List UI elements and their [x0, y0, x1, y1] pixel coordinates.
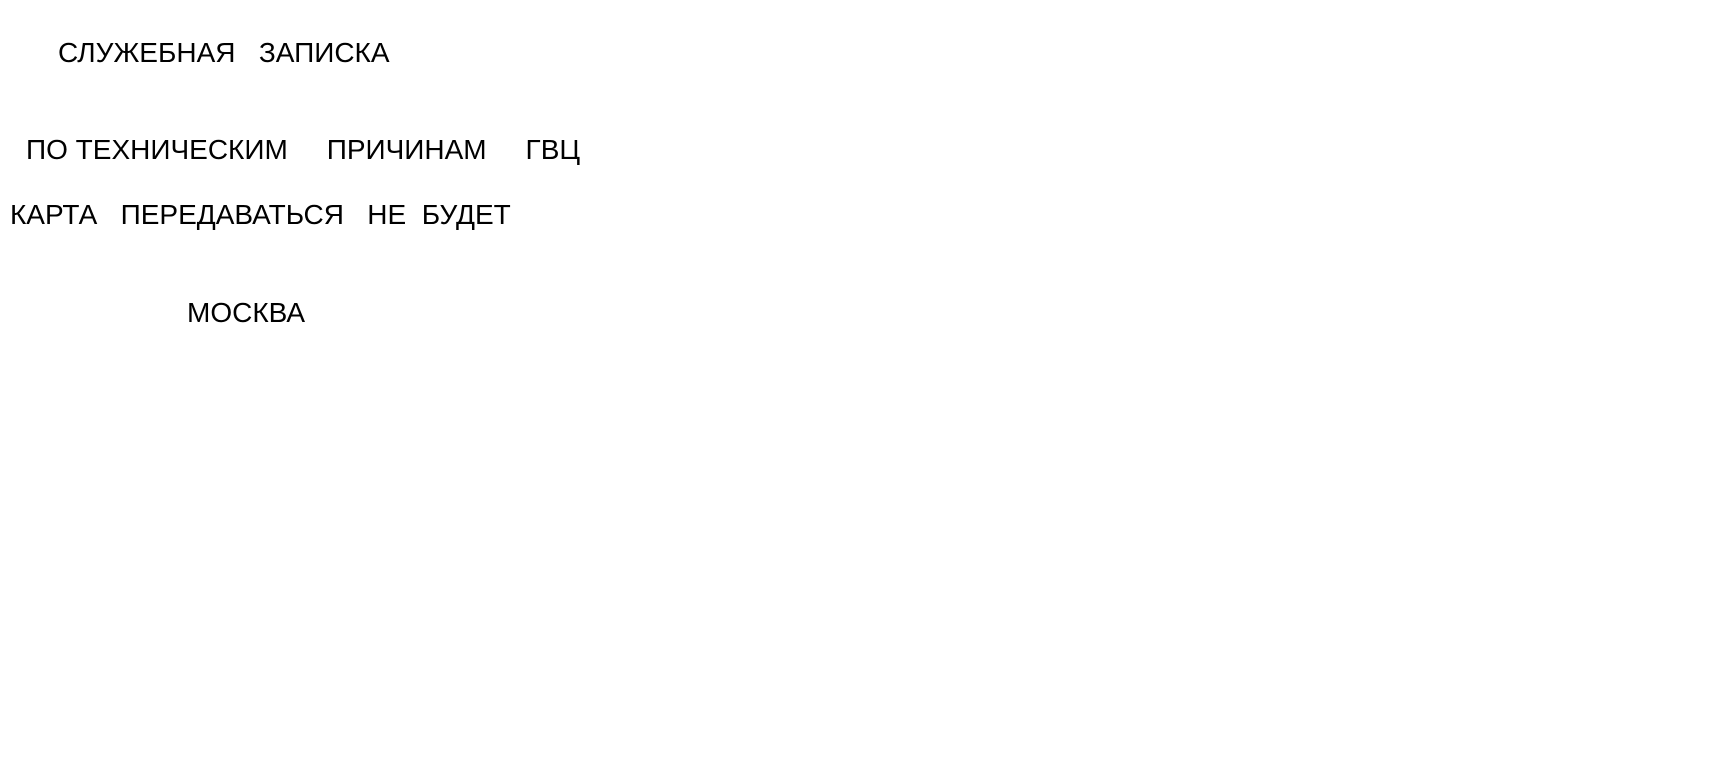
memo-body-line-2: КАРТА ПЕРЕДАВАТЬСЯ НЕ БУДЕТ [10, 199, 511, 230]
memo-body-line-1: ПО ТЕХНИЧЕСКИМ ПРИЧИНАМ ГВЦ [26, 134, 581, 165]
memo-title: СЛУЖЕБНАЯ ЗАПИСКА [58, 37, 390, 68]
memo-city: МОСКВА [187, 297, 306, 328]
